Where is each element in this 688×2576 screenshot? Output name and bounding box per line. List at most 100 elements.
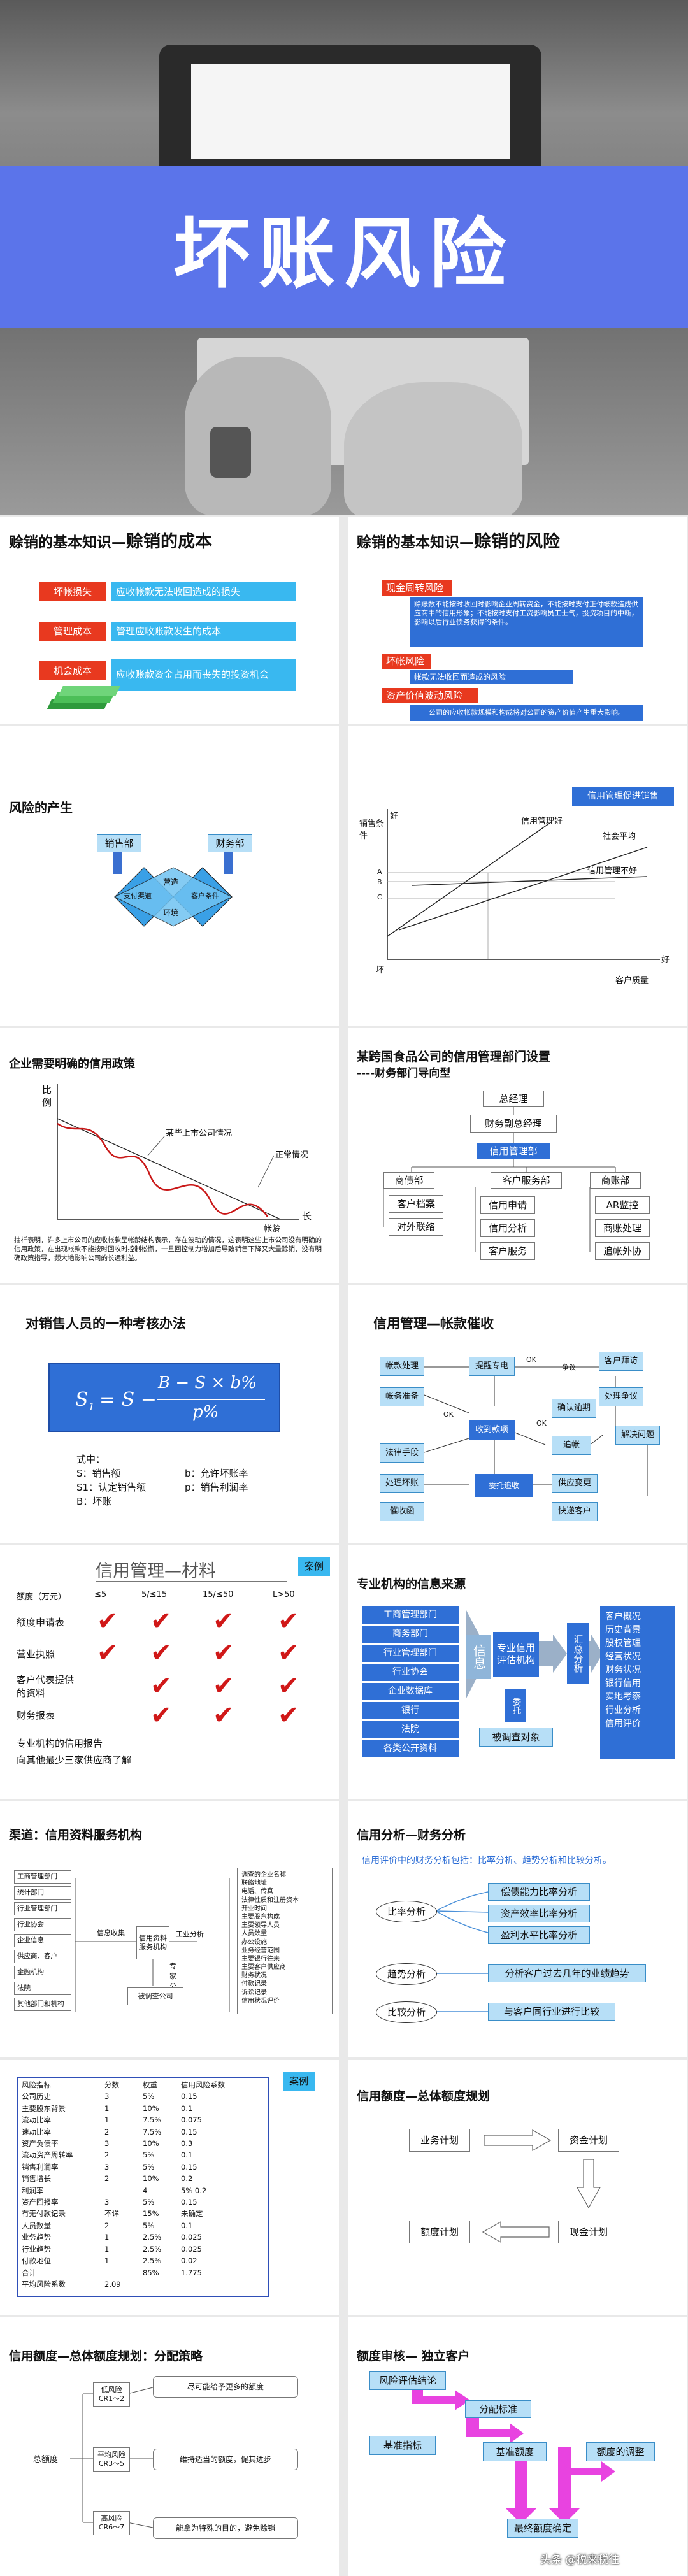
slide-title: 对销售人员的一种考核办法 [25,1316,186,1331]
table-cell: 0.2 [181,2174,193,2184]
case-tag: 案例 [283,2072,315,2091]
node-final-limit: 最终额度确定 [507,2519,578,2538]
channel-item: 行业管理部门 [14,1902,71,1915]
table-cell: 0.025 [181,2233,202,2242]
channel-item: 供应商、客户 [14,1950,71,1963]
collected-field: 主要股东构成 [241,1913,280,1921]
risk-origin-diagram [113,848,233,927]
table-cell: 2.5% [143,2256,162,2266]
channel-item: 其他部门和机构 [14,1998,71,2011]
check-icon: ✔ [150,1701,172,1730]
slide-tag: 信用管理促进销售 [572,787,674,806]
slide-title-2: ----财务部门导向型 [357,1067,451,1080]
strategy-lines [70,2387,154,2528]
diagram-label-payment: 支付渠道 [124,892,152,900]
right-hand [344,382,522,515]
row-license: 营业执照 [17,1649,55,1660]
cover-image: 坏账风险 [0,0,688,515]
table-cell [104,2267,143,2279]
branch-low-risk: 低风险 CR1～2 [93,2382,130,2407]
label-dispute: 争议 [562,1363,576,1371]
channel-item: 统计部门 [14,1886,71,1900]
check-icon: ✔ [213,1671,234,1701]
slide-title: 信用额度—总体额度规划：分配策略 [9,2349,203,2363]
source-item: 法院 [362,1721,459,1738]
node-risk-conclusion: 风险评估结论 [369,2371,446,2390]
intro-text: 信用评价中的财务分析包括：比率分析、趋势分析和比较分析。 [362,1856,612,1866]
finance-dept-box: 财务部 [208,834,252,852]
title-underline [96,1581,287,1582]
table-cell: 3 [104,2198,110,2207]
collected-field: 主要银行往来 [241,1955,280,1963]
check-icon: ✔ [278,1701,299,1730]
slide-allocation-strategy: 信用额度—总体额度规划：分配策略 总额度 低风险 CR1～2 平均风险 CR3～… [0,2317,339,2576]
branch-avg-risk: 平均风险 CR3～5 [93,2447,130,2472]
label-industry: 工业分析 [176,1930,204,1938]
series-label-normal: 正常情况 [275,1150,309,1160]
source-item: 行业协会 [362,1664,459,1681]
slide-title: 专业机构的信息来源 [357,1577,466,1591]
x-axis-end: 长 [302,1210,312,1222]
y-axis-top: 好 [390,812,399,821]
check-icon: ✔ [213,1638,234,1668]
org-credit-dept: 信用管理部 [477,1143,550,1159]
analyze-box: 汇总分析 [567,1623,589,1684]
org-left-item-2: 对外联络 [389,1218,443,1236]
table-cell: 2.09 [104,2279,121,2289]
source-item: 行业管理部门 [362,1645,459,1662]
ratio-item-1: 偿债能力比率分析 [488,1883,590,1901]
cover-title: 坏账风险 [173,208,515,299]
legend-b-rate: b：允许坏账率 [185,1468,248,1479]
node-supply-change: 供应变更 [552,1474,598,1493]
table-cell: 未确定 [181,2209,203,2219]
risk-desc-bad-debt: 帐款无法收回而造成的风险 [410,670,573,684]
slide-title: 信用管理—帐款催收 [373,1316,494,1331]
title-band: 坏账风险 [0,166,688,328]
table-cell: 5% [143,2162,155,2172]
legend-b: B：坏账 [76,1496,112,1507]
node-collection-letter: 催收函 [380,1502,424,1521]
check-icon: ✔ [150,1671,172,1701]
collected-fields-box: 调查的企业名称联络地址电话、传真法律性质和注册资本开业时间主要股东构成主要领导人… [237,1868,333,2014]
slide-sales-credit-risk: 赊销的基本知识—赊销的风险 现金周转风险 赊账数不能按时收回时影响企业周转资金，… [348,517,687,724]
line-label-bad: 信用管理不好 [587,866,638,876]
collected-field: 信用状况评价 [241,1997,280,2005]
case-tag: 案例 [298,1557,330,1576]
table-cell: 10% [143,2103,159,2113]
table-cell: 0.15 [181,2198,197,2207]
node-customer-visit: 客户拜访 [599,1352,643,1371]
ratio-item-2: 资产效率比率分析 [488,1905,590,1922]
source-item: 银行 [362,1702,459,1719]
col-5-15: 5/≤15 [141,1590,168,1599]
table-cell: 2 [104,2221,110,2230]
report-item: 历史背景 [605,1625,641,1635]
planning-arrows [482,2129,601,2243]
diagram-label-create: 营造 [163,878,179,887]
table-cell [104,2185,143,2196]
axis-mark-c: C [377,893,382,901]
table-cell: 不详 [104,2209,119,2219]
cost-tag-management: 管理成本 [39,622,106,641]
collected-field: 电话、传真 [241,1888,273,1896]
source-item: 企业数据库 [362,1683,459,1700]
report-item: 财务状况 [605,1665,641,1675]
table-cell: 资产负债率 [22,2139,59,2149]
table-cell: 0.1 [181,2221,193,2230]
y-axis-label-2: 例 [42,1097,52,1108]
report-item: 股权管理 [605,1638,641,1649]
table-cell: 0.15 [181,2162,197,2172]
slide-title: 信用管理—材料 [96,1561,216,1581]
table-header: 风险指标分数权重信用风险系数 [22,2079,264,2091]
collected-field: 法律性质和注册资本 [241,1896,299,1904]
aging-chart [57,1084,299,1220]
table-cell: 信用风险系数 [181,2080,225,2089]
slide-agency-sources: 专业机构的信息来源 工商管理部门商务部门行业管理部门行业协会企业数据库银行法院各… [348,1545,687,1799]
slide-title: 额度审核— 独立客户 [357,2349,470,2363]
table-cell: 0.3 [181,2139,193,2149]
table-cell: 1.775 [181,2268,202,2277]
